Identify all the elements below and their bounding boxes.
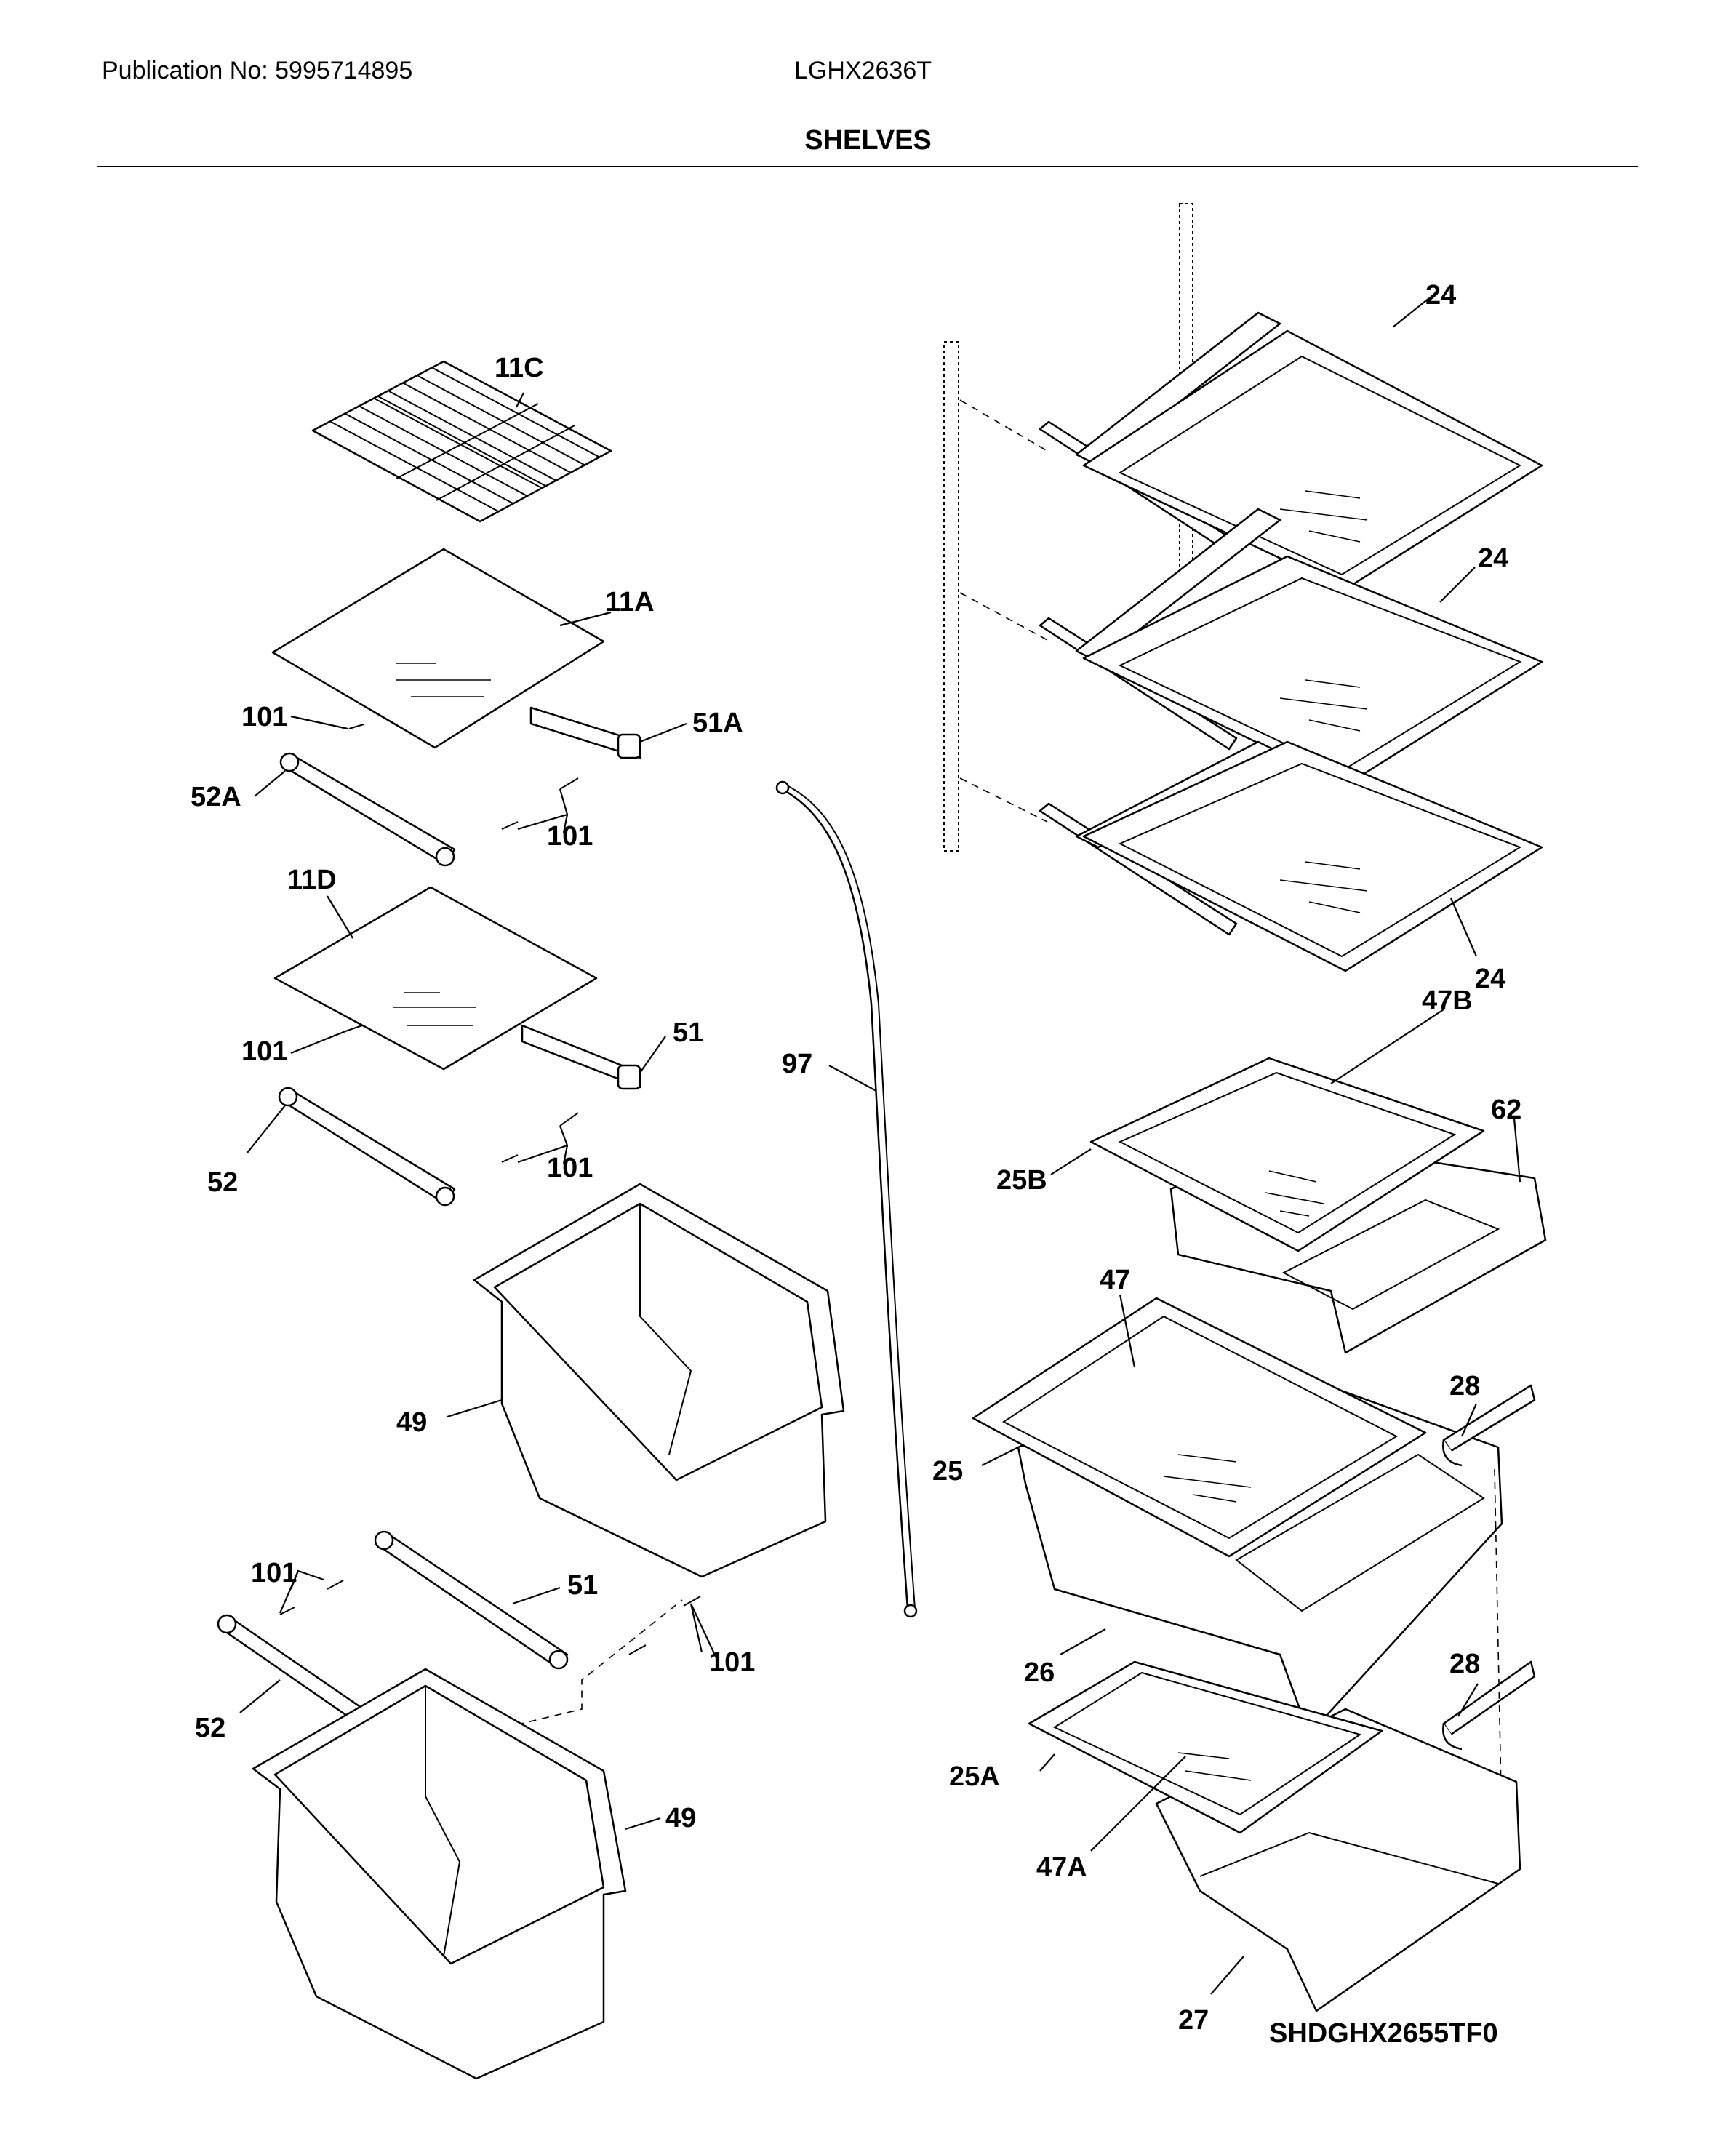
callout-52: 52 — [207, 1167, 238, 1198]
callout-11a: 11A — [605, 587, 655, 617]
callout-101: 101 — [547, 1153, 593, 1183]
glass-shelf-11a — [271, 548, 641, 759]
wire-shelf-11c — [311, 360, 612, 523]
callout-24: 24 — [1475, 964, 1505, 994]
screws-101-mid — [345, 1025, 579, 1163]
callout-27: 27 — [1178, 2005, 1209, 2036]
bin-49-upper — [473, 1183, 845, 1578]
callout-25b: 25B — [996, 1165, 1047, 1196]
shelf-rail-52a — [279, 752, 456, 867]
crisper-cover-25a — [1028, 1660, 1383, 1834]
callout-26: 26 — [1024, 1657, 1055, 1688]
callout-28: 28 — [1449, 1371, 1480, 1401]
screws-101-lower — [279, 1580, 701, 1655]
callout-52a: 52A — [191, 782, 241, 812]
callout-25a: 25A — [949, 1761, 1000, 1792]
model-number: LGHX2636T — [794, 57, 932, 84]
callout-47: 47 — [1100, 1265, 1130, 1295]
ladder-front — [943, 341, 959, 852]
callout-97: 97 — [782, 1049, 812, 1079]
callout-51a: 51A — [692, 708, 743, 738]
cantilever-shelf-24-bottom — [1039, 740, 1543, 972]
callout-25: 25 — [932, 1456, 963, 1487]
cantilever-shelf-24-top — [1039, 311, 1543, 591]
callout-leaders — [239, 297, 1521, 1995]
callout-49: 49 — [396, 1407, 427, 1438]
callout-11d: 11D — [287, 865, 337, 895]
callout-24: 24 — [1478, 543, 1508, 574]
callout-49: 49 — [665, 1803, 696, 1833]
callout-47a: 47A — [1036, 1852, 1087, 1883]
callout-47b: 47B — [1422, 985, 1473, 1016]
callout-51: 51 — [673, 1017, 703, 1048]
crisper-cover-25b — [1089, 1057, 1485, 1252]
callout-101: 101 — [547, 821, 593, 852]
callout-101: 101 — [709, 1647, 755, 1678]
cantilever-shelf-24-middle — [1039, 508, 1543, 787]
bracket-28-upper — [1442, 1384, 1536, 1467]
shelf-rail-52-upper — [278, 1087, 456, 1207]
callout-24: 24 — [1425, 280, 1456, 311]
screws-101 — [348, 724, 579, 830]
tube-97 — [775, 780, 918, 1618]
callout-101: 101 — [251, 1558, 297, 1588]
crisper-cover-25 — [972, 1297, 1427, 1558]
figure-code: SHDGHX2655TF0 — [1269, 2018, 1498, 2049]
callout-51: 51 — [567, 1570, 598, 1601]
bracket-28-lower — [1442, 1660, 1536, 1751]
shelf-rail-51-lower — [374, 1530, 569, 1670]
publication-number: Publication No: 5995714895 — [102, 57, 413, 84]
callout-101: 101 — [241, 702, 287, 732]
callout-52: 52 — [195, 1713, 225, 1743]
header-rule — [97, 166, 1638, 167]
callout-28: 28 — [1449, 1649, 1480, 1679]
glass-shelf-11d — [273, 886, 641, 1090]
section-title: SHELVES — [804, 125, 932, 156]
bin-49-lower — [252, 1668, 627, 2080]
callout-62: 62 — [1491, 1095, 1521, 1125]
callout-101: 101 — [241, 1036, 287, 1067]
callout-11c: 11C — [495, 353, 544, 383]
